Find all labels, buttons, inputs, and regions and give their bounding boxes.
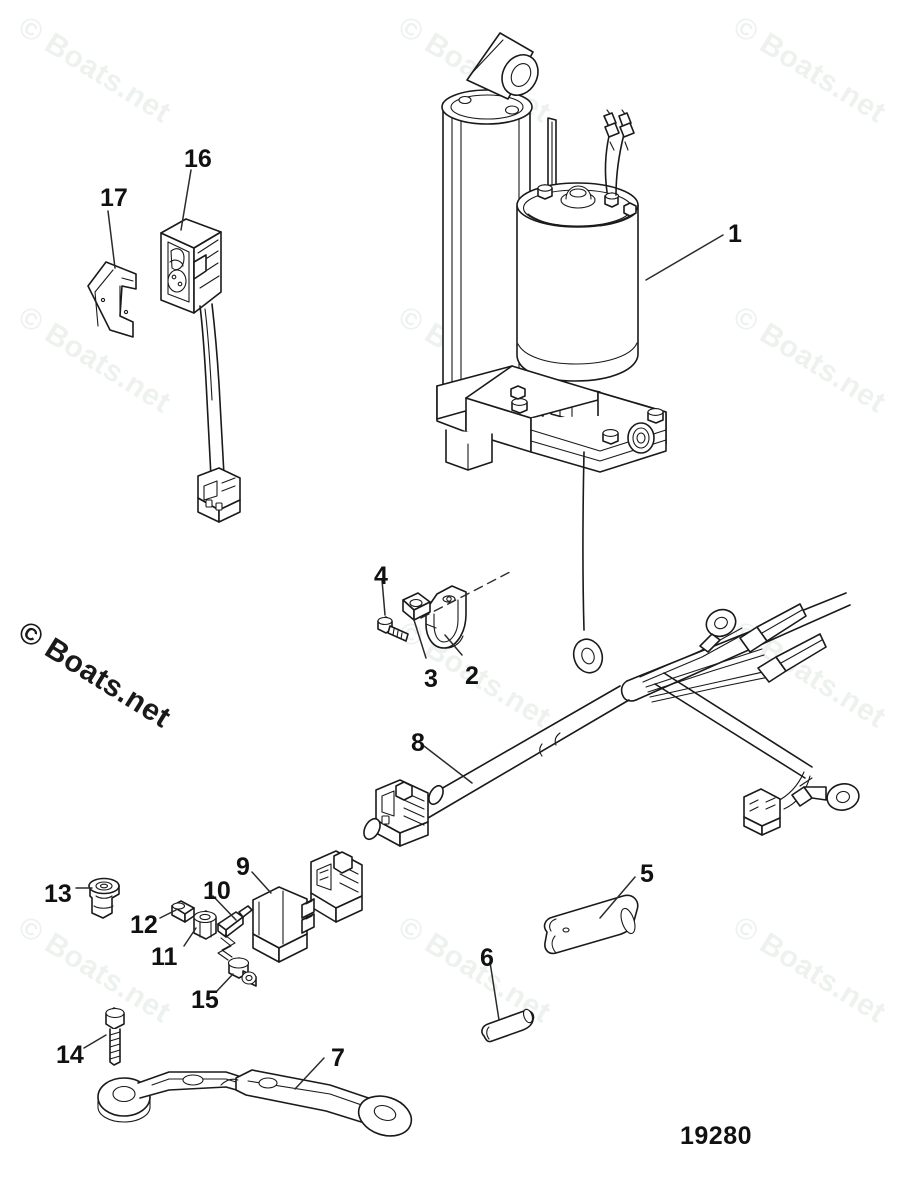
callout-5: 5 — [640, 860, 654, 888]
pump-motor — [516, 182, 639, 382]
part-1-trim-pump-assembly — [436, 32, 724, 674]
callout-15: 15 — [191, 986, 219, 1014]
callout-8: 8 — [411, 729, 425, 757]
ground-wire — [572, 451, 604, 674]
harness-connector-secondary — [310, 850, 363, 923]
part-7-link-rod-bracket — [97, 1057, 413, 1137]
part-6-pin — [481, 961, 535, 1043]
callout-1: 1 — [728, 220, 742, 248]
part-15-screw-washer — [215, 957, 257, 993]
part-11-bushing — [183, 910, 217, 947]
part-16-trim-switch — [160, 169, 241, 523]
callout-9: 9 — [236, 853, 250, 881]
part-4-screw — [377, 579, 409, 642]
callout-3: 3 — [424, 665, 438, 693]
callout-16: 16 — [184, 145, 212, 173]
part-2-clamp — [420, 571, 511, 656]
part-17-switch-retainer-clip — [87, 210, 137, 338]
part-13-grommet — [75, 877, 120, 919]
part-5-sleeve — [543, 876, 639, 955]
callout-11: 11 — [151, 943, 178, 971]
part-3-retainer-plate — [402, 592, 431, 659]
part-14-bolt — [83, 1007, 125, 1066]
part-10-relay-clip — [212, 895, 253, 961]
part-12-spacer — [159, 900, 195, 923]
part-8-wiring-harness — [310, 592, 860, 923]
callout-17: 17 — [100, 184, 128, 212]
callout-14: 14 — [56, 1041, 84, 1069]
manifold-bolts — [510, 385, 664, 445]
callout-4: 4 — [374, 562, 388, 590]
callout-10: 10 — [203, 877, 231, 905]
motor-lead-wires — [603, 109, 635, 196]
harness-lower-branch — [743, 771, 860, 836]
callout-6: 6 — [480, 944, 494, 972]
pump-manifold — [436, 365, 667, 473]
callout-13: 13 — [44, 880, 72, 908]
harness-lead-branch — [639, 603, 827, 703]
harness-connector-main — [375, 779, 429, 847]
callout-2: 2 — [465, 662, 479, 690]
part-9-relay — [251, 871, 315, 963]
callout-12: 12 — [130, 911, 158, 939]
diagram-number: 19280 — [680, 1122, 753, 1150]
callout-7: 7 — [331, 1044, 345, 1072]
